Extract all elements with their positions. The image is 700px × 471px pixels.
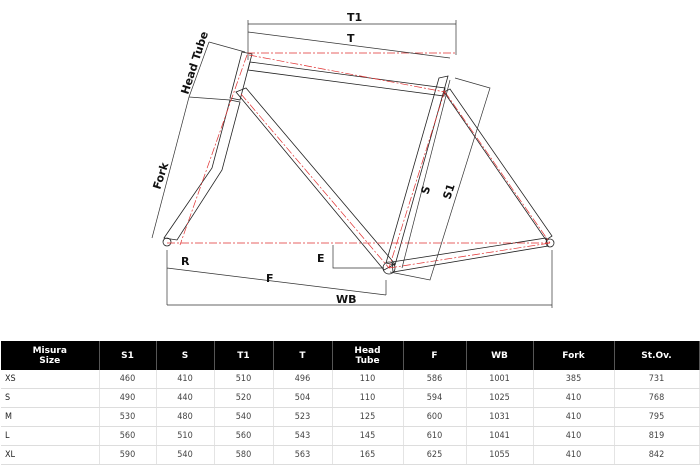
value-cell: 594: [403, 388, 467, 408]
value-cell: 731: [614, 370, 700, 389]
value-cell: 819: [614, 426, 700, 446]
label-f: F: [266, 272, 274, 285]
value-cell: 1055: [466, 445, 534, 465]
value-cell: 530: [99, 407, 157, 427]
label-head-tube: Head Tube: [178, 30, 211, 96]
value-cell: 385: [533, 370, 615, 389]
value-cell: 523: [273, 407, 333, 427]
value-cell: 1041: [466, 426, 534, 446]
value-cell: 625: [403, 445, 467, 465]
label-e: E: [317, 252, 325, 265]
value-cell: 510: [214, 370, 274, 389]
value-cell: 125: [332, 407, 404, 427]
label-t1: T1: [347, 11, 362, 24]
value-cell: 410: [533, 388, 615, 408]
value-cell: 410: [533, 426, 615, 446]
header-stack-over: St.Ov.: [614, 341, 700, 370]
size-cell: M: [1, 407, 100, 427]
header-fork: Fork: [533, 341, 615, 370]
value-cell: 410: [533, 407, 615, 427]
value-cell: 410: [533, 445, 615, 465]
label-s: S: [418, 184, 433, 196]
value-cell: 1031: [466, 407, 534, 427]
value-cell: 440: [156, 388, 215, 408]
value-cell: 590: [99, 445, 157, 465]
value-cell: 543: [273, 426, 333, 446]
value-cell: 795: [614, 407, 700, 427]
header-s1: S1: [99, 341, 157, 370]
value-cell: 560: [99, 426, 157, 446]
chain-stay: [391, 237, 549, 273]
value-cell: 410: [156, 370, 215, 389]
value-cell: 1025: [466, 388, 534, 408]
down-tube: [235, 87, 396, 271]
value-cell: 540: [214, 407, 274, 427]
size-cell: L: [1, 426, 100, 446]
value-cell: 510: [156, 426, 215, 446]
value-cell: 540: [156, 445, 215, 465]
seat-stay: [443, 88, 553, 241]
value-cell: 460: [99, 370, 157, 389]
value-cell: 520: [214, 388, 274, 408]
value-cell: 560: [214, 426, 274, 446]
frame-geometry-diagram: T1 T Head Tube Fork S S1 E F R WB: [150, 11, 555, 308]
label-wb: WB: [336, 293, 357, 306]
top-tube: [247, 61, 446, 97]
value-cell: 110: [332, 370, 404, 389]
label-r: R: [181, 255, 190, 268]
value-cell: 504: [273, 388, 333, 408]
value-cell: 586: [403, 370, 467, 389]
value-cell: 610: [403, 426, 467, 446]
value-cell: 842: [614, 445, 700, 465]
label-s1: S1: [440, 182, 457, 201]
value-cell: 600: [403, 407, 467, 427]
label-t: T: [347, 32, 355, 45]
value-cell: 1001: [466, 370, 534, 389]
header-t: T: [273, 341, 333, 370]
header-wb: WB: [466, 341, 534, 370]
value-cell: 145: [332, 426, 404, 446]
value-cell: 768: [614, 388, 700, 408]
value-cell: 490: [99, 388, 157, 408]
size-cell: XS: [1, 370, 100, 389]
front-axle: [162, 237, 172, 247]
size-cell: S: [1, 388, 100, 408]
seat-tube: [385, 75, 449, 266]
value-cell: 496: [273, 370, 333, 389]
header-t1: T1: [214, 341, 274, 370]
value-cell: 165: [332, 445, 404, 465]
header-f: F: [403, 341, 467, 370]
head-tube: [229, 51, 253, 101]
value-cell: 110: [332, 388, 404, 408]
value-cell: 580: [214, 445, 274, 465]
size-cell: XL: [1, 445, 100, 465]
fork: [163, 99, 241, 241]
header-s: S: [156, 341, 215, 370]
value-cell: 563: [273, 445, 333, 465]
value-cell: 480: [156, 407, 215, 427]
